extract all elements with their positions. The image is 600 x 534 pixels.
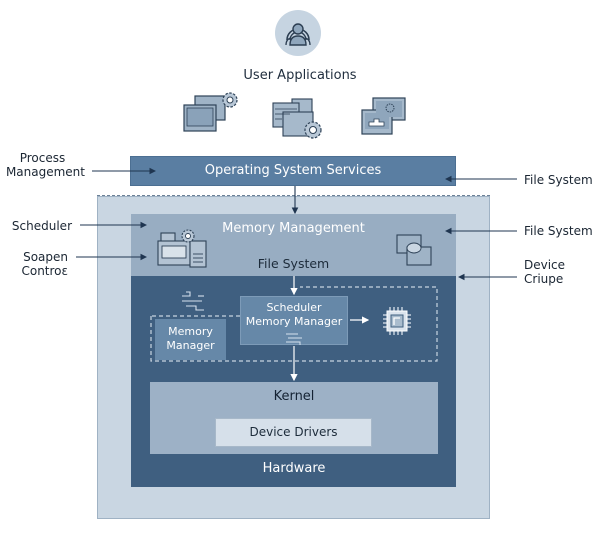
- outer-container-dashed-top: [97, 195, 490, 198]
- side-label-line: Device: [524, 258, 566, 272]
- monitors-gear-icon: [182, 88, 244, 138]
- side-label-line: File System: [524, 224, 593, 238]
- side-label-line: Controɛ: [21, 264, 68, 278]
- side-label-file-system-2: File System: [524, 224, 593, 238]
- manager-label: Manager: [166, 339, 215, 352]
- side-label-line: Process: [19, 151, 66, 165]
- side-label-line: File System: [524, 173, 593, 187]
- side-label-device-criupe: Device Criupe: [524, 258, 565, 286]
- circuit-icon: [180, 290, 206, 312]
- windows-gear-icon: [270, 96, 328, 142]
- side-label-process-management: Process Management: [0, 151, 85, 179]
- side-label-line: Criupe: [524, 272, 564, 286]
- memory-management-label: Memory Management: [222, 221, 365, 236]
- screens-gear-icon: [360, 96, 410, 138]
- side-label-line: Scheduler: [11, 219, 72, 233]
- memory-manager-box-label: Memory Manager: [155, 325, 226, 353]
- hardware-label: Hardware: [262, 461, 326, 476]
- core-dashed-group: [150, 286, 438, 362]
- memory-label: Memory: [168, 325, 213, 338]
- devices-gear-icon: [156, 228, 210, 270]
- cpu-chip-icon: [381, 305, 413, 337]
- user-applications-label: User Applications: [243, 68, 357, 83]
- device-drivers-box: [215, 418, 372, 447]
- side-label-soapen-control: Soapen Controɛ: [0, 250, 68, 278]
- memory-manager-box: [155, 319, 226, 360]
- file-system-label: File System: [257, 256, 330, 271]
- side-label-line: Soapen: [23, 250, 68, 264]
- lines-icon: [284, 332, 306, 346]
- side-label-scheduler: Scheduler: [0, 219, 72, 233]
- os-services-layer: Operating System Services: [130, 156, 456, 186]
- side-label-line: Management: [5, 165, 85, 179]
- device-drivers-label: Device Drivers: [249, 425, 338, 439]
- monitors-cloud-icon: [395, 233, 435, 269]
- scheduler-label: Scheduler: [266, 301, 322, 314]
- os-services-label: Operating System Services: [204, 163, 382, 178]
- user-applications-badge: [275, 10, 321, 56]
- kernel-label: Kernel: [273, 389, 315, 404]
- scheduler-memory-manager-box: [240, 296, 348, 345]
- user-group-icon: [285, 23, 311, 46]
- scheduler-memory-manager-label: Scheduler Memory Manager: [240, 301, 348, 329]
- memory-manager-label: Memory Manager: [245, 315, 343, 328]
- side-label-file-system-1: File System: [524, 173, 593, 187]
